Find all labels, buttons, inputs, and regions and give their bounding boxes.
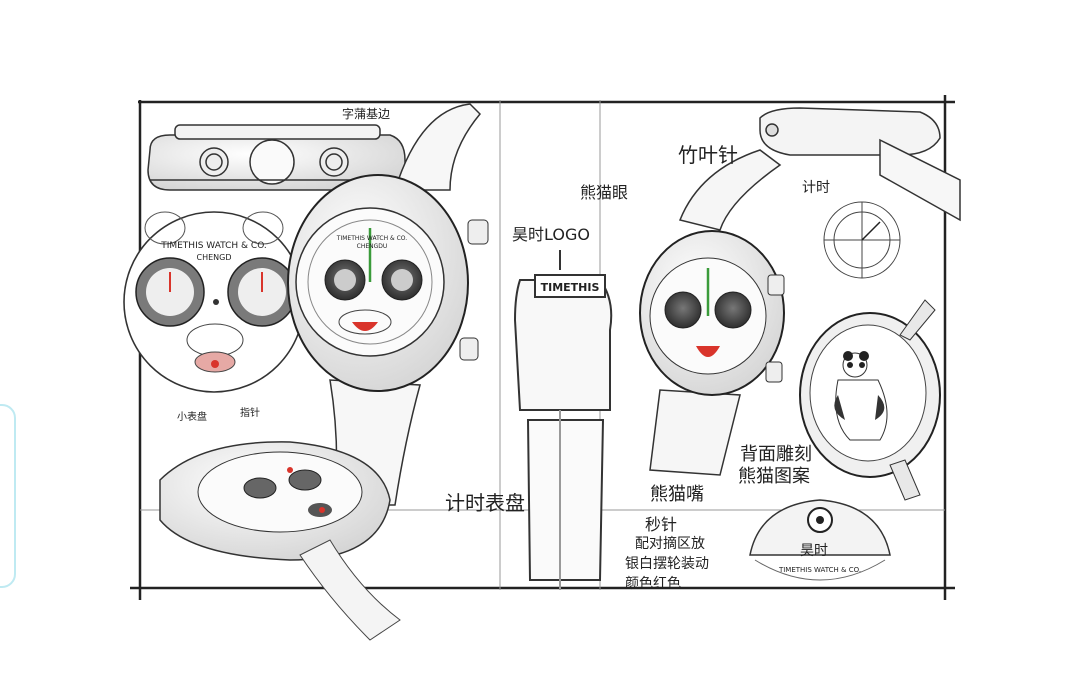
case-side-note: 字蒲基边 [342,106,390,121]
panda-watch [639,149,785,476]
dial-brand: TIMETHIS WATCH & CO. [160,241,267,251]
caseback-engrave-1: 背面雕刻 [740,444,812,465]
second-hand-label: 秒针 [645,515,677,534]
subdial-diagram [823,201,901,279]
side-profile [759,107,961,222]
buckle [513,250,613,590]
panda-dial-front [123,211,305,393]
chrono-dial-label: 计时表盘 [445,491,525,515]
rotor-brand: TIMETHIS WATCH & CO. [778,566,861,574]
dial-center-city: CHENGDU [357,243,388,250]
chrono-hand-label: 计时 [802,180,830,196]
buckle-logo: TIMETHIS [541,281,600,294]
rotor [749,499,891,581]
side-caption-left: 小表盘 [177,410,207,423]
caseback-panda [799,299,941,501]
side-tab-handle[interactable] [0,404,16,588]
rotor-note-2: 银白摆轮装动 [625,556,709,572]
panda-mouth-label: 熊猫嘴 [650,484,704,505]
rotor-mark: 昊时 [800,543,828,559]
side-caption-right: 指针 [240,406,260,419]
rotor-note-3: 颜色红色 [625,575,681,592]
dial-city: CHENGD [197,253,232,262]
rotor-note-1: 配对摘区放 [635,535,705,552]
dial-center-brand: TIMETHIS WATCH & CO. [336,235,407,242]
tilted-watch [159,441,401,641]
main-watch [287,103,489,506]
caseback-engrave-2: 熊猫图案 [738,466,810,487]
bamboo-hand-label: 竹叶针 [678,143,738,167]
panda-eye-label: 熊猫眼 [580,183,628,202]
case-side-view [147,124,406,191]
logo-note: 昊时LOGO [512,225,590,244]
